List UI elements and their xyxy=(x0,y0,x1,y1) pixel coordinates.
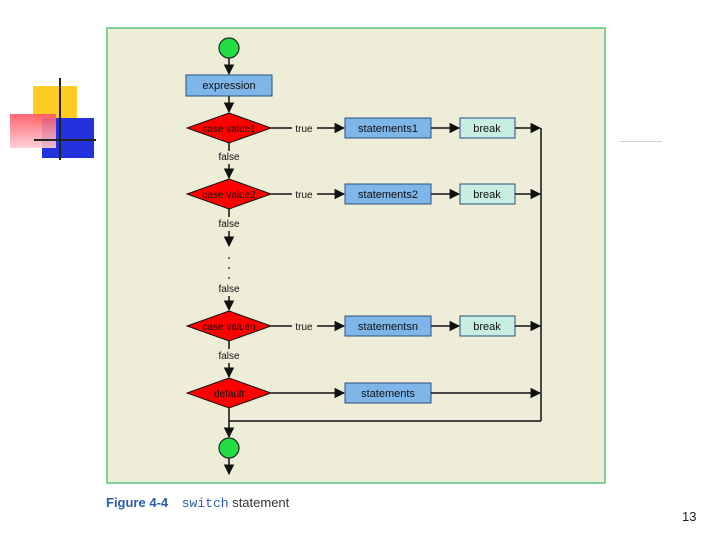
case-1-statements: statements1 xyxy=(358,123,418,135)
case-2-condition: case value2 xyxy=(202,190,256,201)
ellipsis-dot xyxy=(228,267,230,269)
case-1-break: break xyxy=(473,123,501,135)
page-number: 13 xyxy=(682,509,697,524)
true-label: true xyxy=(295,124,313,135)
case-1-condition: case value1 xyxy=(202,124,256,135)
figure-caption: Figure 4-4 switch statement xyxy=(106,495,289,511)
false-label: false xyxy=(218,152,240,163)
decor-red-square xyxy=(10,114,56,148)
start-terminal xyxy=(218,37,240,59)
diagram-panel xyxy=(106,27,606,484)
case-n-statements: statementsn xyxy=(358,321,418,333)
ellipsis-dot xyxy=(228,257,230,259)
case-2-statements: statements2 xyxy=(358,189,418,201)
caption-keyword: switch xyxy=(181,496,229,511)
default-statements: statements xyxy=(361,388,415,400)
expression-label: expression xyxy=(202,80,255,92)
slide-decoration xyxy=(0,0,100,170)
true-label: true xyxy=(295,190,313,201)
true-label: true xyxy=(295,322,313,333)
case-2-break: break xyxy=(473,189,501,201)
ellipsis-dot xyxy=(228,277,230,279)
decor-vertical-line xyxy=(59,78,61,160)
case-n-break: break xyxy=(473,321,501,333)
caption-text: statement xyxy=(232,495,290,510)
end-terminal xyxy=(218,437,240,459)
case-n-condition: case valuen xyxy=(202,322,255,333)
false-label: false xyxy=(218,351,240,362)
faint-divider xyxy=(620,141,662,142)
false-label: false xyxy=(218,284,240,295)
default-label: default xyxy=(214,389,244,400)
false-label: false xyxy=(218,219,240,230)
figure-number: Figure 4-4 xyxy=(106,495,169,510)
decor-horizontal-line xyxy=(34,139,96,141)
